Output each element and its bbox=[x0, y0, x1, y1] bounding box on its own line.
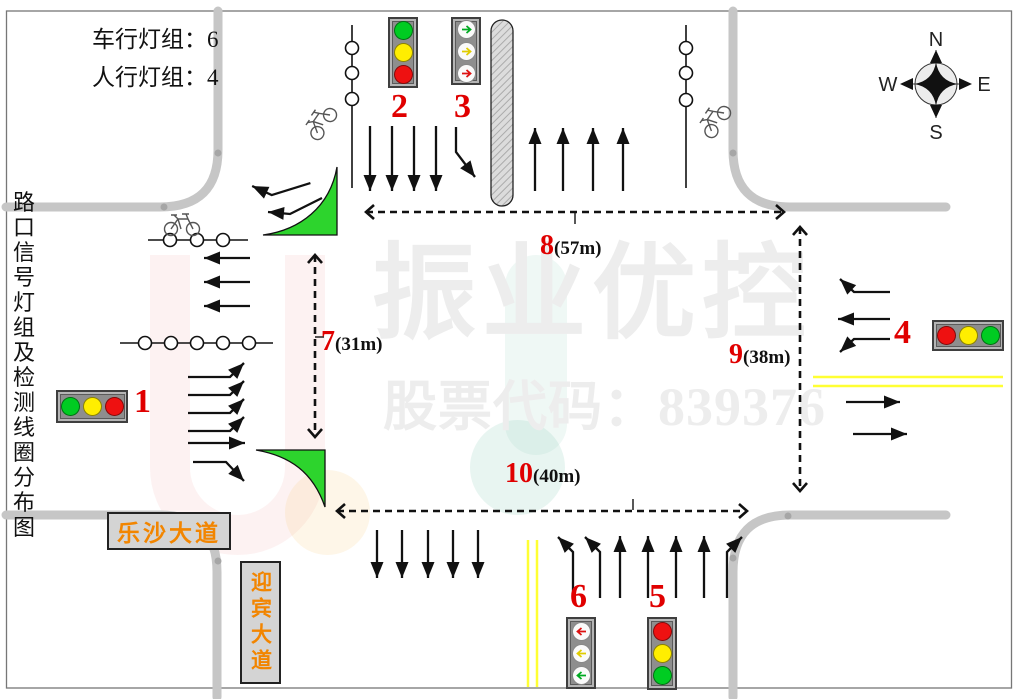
bicycle-icon bbox=[163, 213, 201, 237]
green-islands bbox=[255, 166, 338, 508]
diagram-frame bbox=[5, 10, 1013, 689]
green-left-arrow-lamp bbox=[571, 665, 591, 685]
traffic-light-5-label: 5 bbox=[649, 578, 666, 615]
compass-west-pointer bbox=[900, 78, 913, 90]
diagram-title-vertical: 路口信号灯组及检测线圈分布图 bbox=[12, 190, 35, 540]
traffic-light-1-label: 1 bbox=[134, 383, 151, 420]
lane-arrows bbox=[188, 126, 907, 598]
measurement-10-number: 10 bbox=[505, 458, 533, 489]
northwest-green-island bbox=[262, 166, 338, 236]
red-lamp bbox=[105, 397, 124, 416]
measurement-9: 9(38m) bbox=[729, 341, 790, 369]
red-lamp bbox=[937, 326, 956, 345]
north-median-island bbox=[490, 19, 514, 207]
measurement-7: 7(31m) bbox=[321, 328, 382, 356]
traffic-light-5 bbox=[647, 617, 677, 690]
green-lamp bbox=[61, 397, 80, 416]
measurement-9-number: 9 bbox=[729, 339, 743, 370]
detector-lines bbox=[120, 25, 694, 351]
traffic-light-3 bbox=[451, 17, 481, 85]
road-curb-lines bbox=[1, 6, 951, 699]
green-right-arrow-lamp bbox=[456, 19, 476, 39]
traffic-light-2 bbox=[388, 17, 418, 88]
measurement-8: 8(57m) bbox=[540, 232, 601, 260]
road-label-west: 乐沙大道 bbox=[107, 512, 231, 550]
yellow-center-lines bbox=[526, 375, 1003, 687]
measurement-7-number: 7 bbox=[321, 326, 335, 357]
traffic-light-2-label: 2 bbox=[391, 88, 408, 125]
measurement-10-distance: (40m) bbox=[533, 466, 581, 487]
measurement-ticks bbox=[315, 213, 634, 510]
green-lamp bbox=[393, 21, 413, 40]
red-left-arrow-lamp bbox=[571, 621, 591, 641]
compass-label-west: W bbox=[879, 74, 898, 96]
nw-right-turn-arrow bbox=[251, 181, 311, 199]
legend-pedestrian-light-groups: 人行灯组：4 bbox=[92, 65, 219, 90]
red-right-arrow-lamp bbox=[456, 63, 476, 83]
measurement-9-distance: (38m) bbox=[743, 347, 791, 368]
red-lamp bbox=[393, 65, 413, 84]
road-southeast-corner bbox=[728, 510, 951, 699]
compass-east-pointer bbox=[959, 78, 972, 90]
compass-label-north: N bbox=[929, 29, 943, 51]
measurement-lines bbox=[307, 204, 808, 519]
yellow-lamp bbox=[959, 326, 978, 345]
compass-south-pointer bbox=[930, 105, 942, 118]
traffic-light-4-label: 4 bbox=[894, 314, 911, 351]
bicycle-icons bbox=[163, 98, 734, 237]
yellow-left-arrow-lamp bbox=[571, 643, 591, 663]
traffic-light-6 bbox=[566, 617, 596, 689]
measurement-7-distance: (31m) bbox=[335, 334, 383, 355]
compass-label-east: E bbox=[977, 74, 990, 96]
southwest-green-island bbox=[255, 449, 326, 508]
measurement-8-number: 8 bbox=[540, 230, 554, 261]
road-joint-dots bbox=[160, 149, 792, 565]
measurement-10: 10(40m) bbox=[505, 460, 580, 488]
compass-star bbox=[914, 62, 958, 106]
compass-label-south: S bbox=[929, 122, 942, 144]
compass-north-pointer bbox=[930, 50, 942, 63]
bicycle-icon bbox=[300, 100, 340, 143]
green-lamp bbox=[981, 326, 1000, 345]
bicycle-icon bbox=[694, 98, 734, 141]
traffic-light-4 bbox=[932, 320, 1004, 351]
yellow-right-arrow-lamp bbox=[456, 41, 476, 61]
yellow-lamp bbox=[83, 397, 102, 416]
nw-right-turn-arrow bbox=[267, 196, 323, 220]
road-label-south: 迎宾大道 bbox=[240, 561, 281, 684]
measurement-8-distance: (57m) bbox=[554, 238, 602, 259]
legend-vehicle-light-groups: 车行灯组：6 bbox=[92, 27, 219, 52]
yellow-lamp bbox=[393, 43, 413, 62]
traffic-light-3-label: 3 bbox=[454, 88, 471, 125]
red-lamp bbox=[652, 622, 672, 641]
road-northeast-corner bbox=[728, 6, 951, 212]
traffic-light-1 bbox=[56, 390, 128, 423]
compass-rose: N S W E bbox=[879, 29, 991, 144]
green-lamp bbox=[652, 666, 672, 685]
traffic-light-6-label: 6 bbox=[570, 578, 587, 615]
yellow-lamp bbox=[652, 644, 672, 663]
